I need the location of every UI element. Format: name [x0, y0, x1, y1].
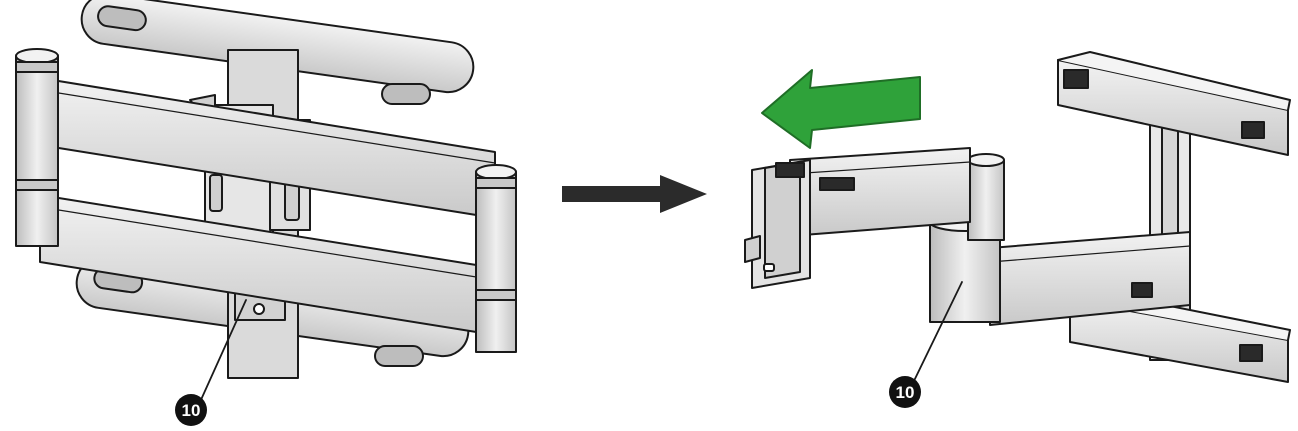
left-pivot-column	[15, 48, 59, 247]
center-plate	[189, 49, 319, 379]
extended-mount-figure	[744, 51, 1291, 386]
right-callout-leader	[911, 281, 963, 386]
right-callout-label: 10	[896, 383, 915, 402]
right-callout: 10	[889, 376, 921, 408]
left-arrow-icon	[761, 69, 921, 149]
tv-bracket-head	[744, 159, 811, 289]
wall-arm	[989, 231, 1191, 326]
numbered-callout-icon	[175, 394, 207, 426]
transition-arrow	[562, 175, 707, 213]
motion-arrow	[761, 69, 921, 149]
left-callout-leader	[199, 299, 247, 403]
folded-mount-figure	[15, 0, 517, 403]
tv-arm	[789, 147, 971, 237]
left-callout: 10	[175, 394, 207, 426]
upper-wall-rail	[1057, 51, 1291, 156]
right-arrow-icon	[562, 175, 707, 213]
numbered-callout-icon	[889, 376, 921, 408]
right-pivot-column	[475, 164, 517, 353]
left-callout-label: 10	[182, 401, 201, 420]
